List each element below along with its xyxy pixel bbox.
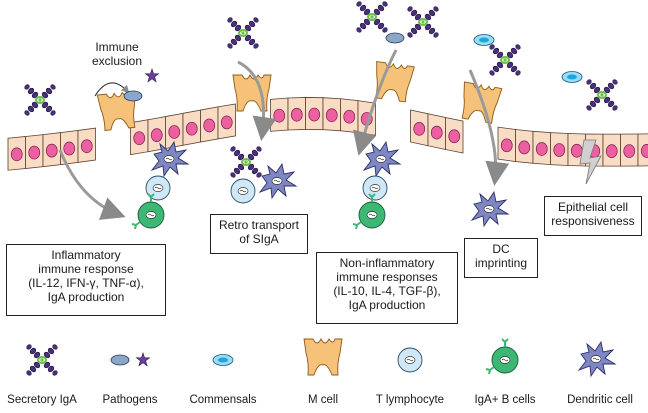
epithelial-nucleus <box>63 141 76 156</box>
secretory-iga <box>225 15 261 51</box>
m-cell <box>457 81 503 125</box>
epithelial-nucleus <box>448 129 461 144</box>
label-immune-exclusion: Immune exclusion <box>92 40 143 68</box>
legend-icon-m-cell <box>303 338 343 376</box>
epithelial-nucleus <box>168 125 181 139</box>
legend-label-commensals: Commensals <box>189 394 257 406</box>
legend-icon-pathogen-spiky <box>136 352 150 367</box>
epithelial-nucleus <box>535 142 548 156</box>
epithelial-nucleus <box>413 121 426 136</box>
legend-icon-secretory-iga <box>24 342 60 378</box>
retro-arrow <box>353 49 398 156</box>
arrows <box>58 49 510 220</box>
legend-icon-iga-b-cell <box>485 338 519 375</box>
secretory-iga <box>22 82 58 118</box>
secretory-iga <box>228 144 264 180</box>
box-retro-transport: Retro transport of SIgA <box>210 214 308 254</box>
pathogen <box>385 32 405 44</box>
inflammatory-arrow <box>58 149 126 220</box>
epithelial-nucleus <box>273 108 286 123</box>
epithelial-nucleus <box>343 109 356 124</box>
dendritic-cell <box>259 163 297 199</box>
legend-label-pathogens: Pathogens <box>102 394 158 406</box>
legend-label-secretory-iga: Secretory IgA <box>7 394 77 406</box>
epithelium <box>7 97 648 171</box>
m-cell <box>232 74 272 112</box>
commensal <box>561 71 583 83</box>
secretory-iga <box>354 0 390 35</box>
responsiveness-bolt <box>579 139 602 185</box>
dc-arrow <box>468 69 510 186</box>
epithelial-nucleus <box>553 143 566 157</box>
secretory-iga <box>487 42 523 78</box>
t-lymphocyte <box>230 178 256 204</box>
epithelial-nucleus <box>430 125 443 140</box>
legend-label-m-cell: M cell <box>307 394 339 406</box>
legend-icons <box>24 338 616 378</box>
epithelial-nucleus <box>80 139 93 154</box>
epithelial-nucleus <box>518 140 531 155</box>
epithelial-nucleus <box>28 145 41 160</box>
epithelial-nucleus <box>150 128 163 142</box>
box-inflammatory: Inflammatory immune response (IL-12, IFN… <box>6 244 166 316</box>
box-epithelial-responsiveness: Epithelial cell responsiveness <box>544 196 642 236</box>
legend-label-t-lymphocyte: T lymphocyte <box>375 394 445 406</box>
epithelial-nucleus <box>185 121 198 136</box>
epithelial-nucleus <box>10 147 23 162</box>
epithelial-nucleus <box>308 107 321 122</box>
immune-cells <box>131 141 509 230</box>
epithelial-nucleus <box>640 144 648 158</box>
exclusion-arrow <box>94 82 130 97</box>
epithelial-nucleus <box>290 107 303 122</box>
epithelial-nucleus <box>623 144 636 158</box>
legend-label-iga-b-cells: IgA+ B cells <box>474 394 536 406</box>
epithelial-nucleus <box>133 131 146 146</box>
commensal <box>473 34 495 46</box>
epithelial-nucleus <box>570 143 583 158</box>
epithelial-nucleus <box>605 144 618 158</box>
dendritic-cell <box>471 191 509 227</box>
legend-label-dendritic-cell: Dendritic cell <box>567 394 633 406</box>
epithelial-nucleus <box>325 108 338 123</box>
legend-icon-pathogen <box>110 354 130 366</box>
legend-icon-dendritic-cell <box>578 341 616 377</box>
box-dc-imprinting: DC imprinting <box>464 238 538 278</box>
epithelial-nucleus <box>45 143 58 158</box>
epithelial-nucleus <box>203 118 216 133</box>
t-lymphocyte <box>362 175 388 201</box>
legend-icon-t-lymphocyte <box>397 347 423 373</box>
m-cell-transport-arrow <box>237 60 277 141</box>
epithelial-nucleus <box>500 138 513 153</box>
box-non-inflammatory: Non-inflammatory immune responses (IL-10… <box>316 252 458 324</box>
secretory-iga <box>584 77 620 113</box>
epithelial-nucleus <box>220 115 233 130</box>
dendritic-cell <box>363 141 401 177</box>
pathogen-spiky <box>145 68 159 82</box>
pathogen <box>123 90 143 102</box>
secretory-iga <box>405 4 441 40</box>
legend-icon-commensal <box>212 354 234 366</box>
